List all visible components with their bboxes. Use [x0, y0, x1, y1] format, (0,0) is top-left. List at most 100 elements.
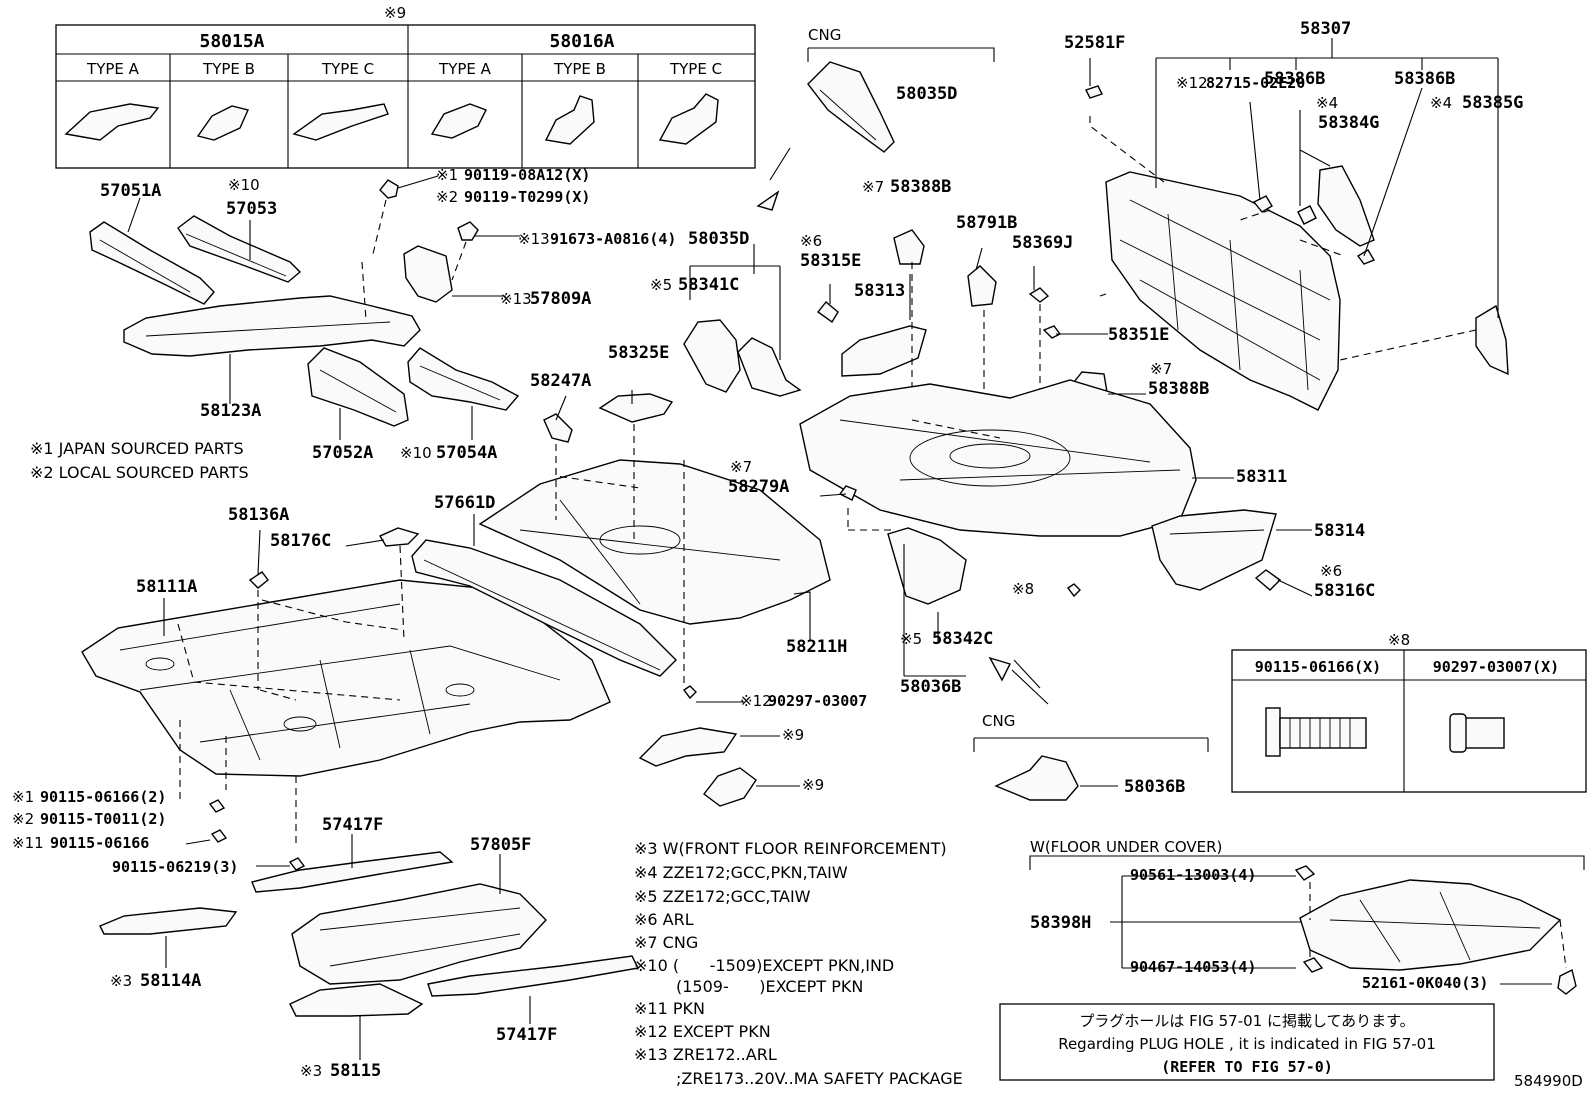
note-line-3: ※3 W(FRONT FLOOR REINFORCEMENT) [634, 839, 947, 858]
cng-lower [973, 656, 1209, 801]
label-82715: 82715-02E20 [1206, 74, 1305, 92]
fastener-table: ※8 90115-06166(X) 90297-03007(X) [1231, 631, 1587, 793]
type-a-1: TYPE A [86, 60, 140, 78]
note-3b: ※3 [300, 1062, 322, 1080]
rear-panel [1085, 38, 1509, 411]
note-10a: ※10 [228, 176, 260, 194]
label-58325E: 58325E [608, 343, 669, 363]
type-table: ※9 58015A 58016A TYPE A TYPE B TYPE C TY… [55, 4, 756, 169]
label-57051A: 57051A [100, 181, 161, 201]
plug-note-en: Regarding PLUG HOLE , it is indicated in… [1058, 1035, 1436, 1053]
group-58016A: 58016A [549, 31, 614, 52]
plug-note-jp: プラグホールは FIG 57-01 に掲載してあります。 [1079, 1012, 1414, 1030]
label-58247A: 58247A [530, 371, 591, 391]
floor-reinforcements [99, 799, 640, 1017]
plug-note-ref: (REFER TO FIG 57-0) [1161, 1058, 1333, 1076]
label-58386B-a: 58386B [1264, 69, 1325, 89]
label-58279A: 58279A [728, 477, 789, 497]
note-line-13b: ;ZRE173..20V..MA SAFETY PACKAGE [676, 1069, 963, 1088]
center-floor [411, 393, 831, 700]
note-line-13: ※13 ZRE172..ARL [634, 1045, 777, 1064]
leader-lines [127, 58, 1423, 1060]
note-8a: ※8 [1012, 580, 1034, 598]
label-58035D-mid: 58035D [688, 229, 749, 249]
label-57417F-a: 57417F [322, 815, 383, 835]
label-90561: 90561-13003(4) [1130, 866, 1256, 884]
front-floor-pan [81, 527, 611, 846]
note-4a: ※4 [1316, 94, 1338, 112]
note-1a: ※1 [436, 166, 458, 184]
label-58313: 58313 [854, 281, 905, 301]
label-58136A: 58136A [228, 505, 289, 525]
center-brackets [638, 727, 800, 807]
label-58384G: 58384G [1318, 113, 1379, 133]
note-1b: ※1 [12, 788, 34, 806]
note-7b: ※7 [1150, 360, 1172, 378]
notes-block: ※3 W(FRONT FLOOR REINFORCEMENT) ※4 ZZE17… [634, 839, 963, 1088]
note-10b: ※10 [400, 444, 432, 462]
cng-label-top: CNG [808, 26, 841, 44]
note-2a: ※2 [436, 188, 458, 206]
label-58036B-a: 58036B [900, 677, 961, 697]
rear-floor-pan [799, 379, 1282, 605]
note-line-4: ※4 ZZE172;GCC,PKN,TAIW [634, 863, 848, 882]
label-90115-06166-2: 90115-06166(2) [40, 788, 166, 806]
under-cover: W(FLOOR UNDER COVER) [1029, 838, 1585, 995]
group-58015A: 58015A [199, 31, 264, 52]
label-58035D-top: 58035D [896, 84, 957, 104]
note-line-12: ※12 EXCEPT PKN [634, 1022, 771, 1041]
part-labels: CNG 58035D 52581F 58307 ※12 82715-02E20 … [12, 19, 1583, 1090]
dashed-leaders [177, 209, 1345, 701]
plug-note: プラグホールは FIG 57-01 に掲載してあります。 Regarding P… [999, 1003, 1495, 1081]
label-90115-T0011: 90115-T0011(2) [40, 810, 166, 828]
type-b-1: TYPE B [202, 60, 255, 78]
fastener-note: ※8 [1388, 631, 1410, 649]
label-58211H: 58211H [786, 637, 847, 657]
label-57417F-b: 57417F [496, 1025, 557, 1045]
diagram-id: 584990D [1514, 1072, 1583, 1090]
label-90119-T0299: 90119-T0299(X) [464, 188, 590, 206]
note-13a: ※13 [518, 230, 550, 248]
label-57809A: 57809A [530, 289, 591, 309]
label-58398H: 58398H [1030, 913, 1091, 933]
note-2b: ※2 [12, 810, 34, 828]
center-top-parts [683, 61, 1109, 500]
note-line-10b: (1509- )EXCEPT PKN [676, 977, 863, 996]
note-line-11: ※11 PKN [634, 999, 705, 1018]
note-11: ※11 [12, 834, 44, 852]
label-58111A: 58111A [136, 577, 197, 597]
label-90119-08A12: 90119-08A12(X) [464, 166, 590, 184]
label-90115-06166: 90115-06166 [50, 834, 149, 852]
note-7c: ※7 [730, 458, 752, 476]
note-line-10: ※10 ( -1509)EXCEPT PKN,IND [634, 956, 894, 975]
label-57053: 57053 [226, 199, 277, 219]
note-9a: ※9 [782, 726, 804, 744]
label-58115: 58115 [330, 1061, 381, 1081]
note-9b: ※9 [802, 776, 824, 794]
legend-left: ※1 JAPAN SOURCED PARTS ※2 LOCAL SOURCED … [30, 439, 249, 482]
label-58036B-b: 58036B [1124, 777, 1185, 797]
note-13b: ※13 [500, 290, 532, 308]
type-b-2: TYPE B [553, 60, 606, 78]
note-line-6: ※6 ARL [634, 910, 694, 929]
front-side-members [89, 179, 520, 427]
label-91673: 91673-A0816(4) [550, 230, 676, 248]
label-58351E: 58351E [1108, 325, 1169, 345]
cng-top-bracket [807, 47, 995, 62]
note-6a: ※6 [800, 232, 822, 250]
note-line-5: ※5 ZZE172;GCC,TAIW [634, 887, 811, 906]
note-5a: ※5 [650, 276, 672, 294]
label-52161: 52161-0K040(3) [1362, 974, 1488, 992]
label-58123A: 58123A [200, 401, 261, 421]
type-c-1: TYPE C [321, 60, 374, 78]
note-4b: ※4 [1430, 94, 1452, 112]
label-57805F: 57805F [470, 835, 531, 855]
cng-label-bottom: CNG [982, 712, 1015, 730]
note-6b: ※6 [1320, 562, 1342, 580]
label-58316C: 58316C [1314, 581, 1375, 601]
legend-local: ※2 LOCAL SOURCED PARTS [30, 463, 249, 482]
label-58176C: 58176C [270, 531, 331, 551]
label-58341C: 58341C [678, 275, 739, 295]
arrows [1013, 659, 1041, 689]
label-58311: 58311 [1236, 467, 1287, 487]
